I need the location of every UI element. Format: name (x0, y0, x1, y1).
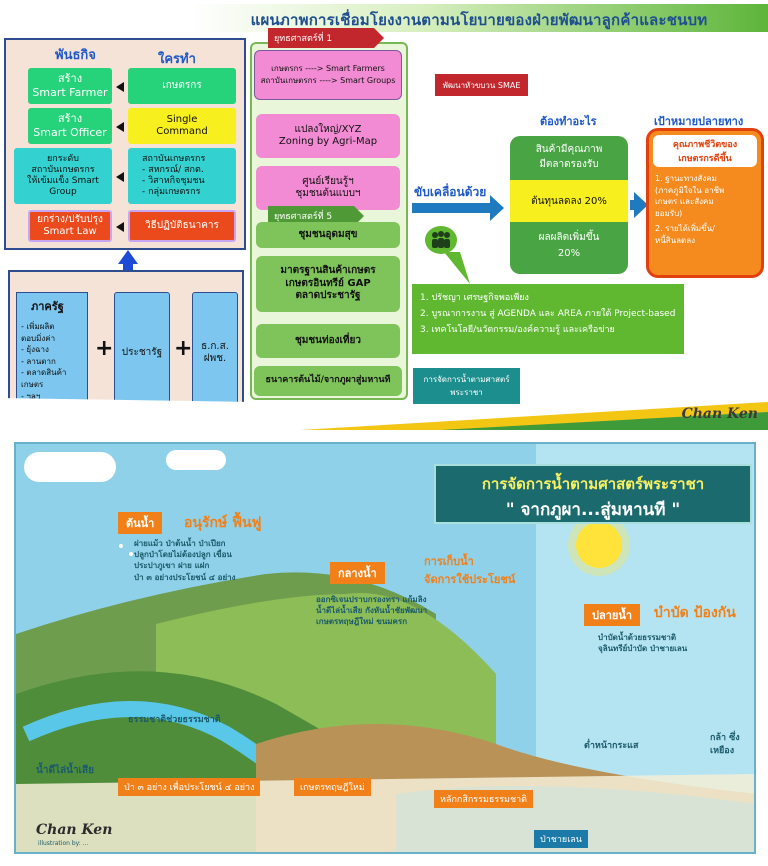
strategy-1-tag: ยุทธศาสตร์ที่ 1 (268, 28, 384, 48)
arrow-left-icon (116, 172, 124, 182)
goal-title: คุณภาพชีวิตของ เกษตรกรดีขึ้น (653, 135, 757, 167)
upstream-subtitle: อนุรักษ์ ฟื้นฟู (184, 515, 262, 531)
mission-smart-law: ยกร่าง/ปรับปรุง Smart Law (28, 210, 112, 242)
who-single-command: Single Command (128, 108, 236, 144)
state-sector-box: ภาครัฐ - เพิ่มผลิต ตอบมิ่งค่า - ยุ้งฉาง … (16, 292, 88, 414)
who-farmer: เกษตรกร (128, 68, 236, 104)
outcome-cost: ต้นทุนลดลง 20% (510, 180, 628, 222)
tree-bank-box: ธนาคารต้นไม้/จากภูผาสู่มหานที (254, 366, 402, 396)
mangrove-banner: ป่าชายเลน (534, 830, 588, 848)
gap-standard-box: มาตรฐานสินค้าเกษตร เกษตรอินทรีย์ GAP ตลา… (256, 256, 400, 312)
goal-social: 1. ฐานะทางสังคม (ภาคภูมิใจใน อาชีพ เกษตร… (655, 174, 725, 218)
goal-heading: เป้าหมายปลายทาง (654, 115, 744, 128)
new-theory-banner: เกษตรทฤษฎีใหม่ (294, 778, 371, 796)
arrow-left-icon (116, 222, 124, 232)
who-farmer-institutes: สถาบันเกษตรกร - สหกรณ์/ สกต. - วิสาหกิจช… (128, 148, 236, 204)
brand-logo-bottom: Chan Ken (36, 822, 113, 838)
goal-income: 2. รายได้เพิ่มขึ้น/ หนี้สินลดลง (655, 224, 715, 245)
downstream-text: บำบัดน้ำด้วยธรรมชาติ จุลินทรีย์บำบัด ป่า… (598, 633, 688, 654)
plus-icon: + (174, 336, 193, 361)
policy-item: 3. เทคโนโลยี/นวัตกรรม/องค์ความรู้ และเคร… (420, 325, 615, 336)
nature-label: ธรรมชาติช่วยธรรมชาติ (128, 715, 221, 725)
arrow-left-icon (116, 122, 124, 132)
policy-box: 1. ปรัชญา เศรษฐกิจพอเพียง 2. บูรณาการงาน… (412, 284, 684, 354)
natural-farming-banner: หลักกสิกรรมธรรมชาติ (434, 790, 533, 808)
who-heading: ใครทำ (158, 52, 196, 67)
goal-box: คุณภาพชีวิตของ เกษตรกรดีขึ้น 1. ฐานะทางส… (646, 128, 764, 278)
royal-water-note: การจัดการน้ำตามศาสตร์ พระราชา (413, 368, 520, 404)
policy-diagram: แผนภาพการเชื่อมโยงงานตามนโยบายของฝ่ายพัฒ… (0, 0, 768, 430)
people-icon (425, 226, 457, 254)
arrow-up-stem (123, 262, 133, 272)
learning-center-box: ศูนย์เรียนรู้ฯ ชุมชนต้นแบบฯ (256, 166, 400, 210)
upstream-tag: ต้นน้ำ (118, 512, 163, 534)
tourism-community-box: ชุมชนท่องเที่ยว (256, 324, 400, 358)
cloud (24, 452, 116, 482)
outcome-quality: สินค้ามีคุณภาพ มีตลาดรองรับ (535, 144, 603, 170)
brand-logo-top: Chan Ken (681, 406, 758, 422)
mission-heading: พันธกิจ (55, 48, 96, 63)
title-bar: แผนภาพการเชื่อมโยงงานตามนโยบายของฝ่ายพัฒ… (190, 4, 768, 32)
arrow-up-icon (118, 250, 138, 264)
state-sector-label: ภาครัฐ (31, 300, 64, 313)
smart-groups-line: สถาบันเกษตรกร ----> Smart Groups (260, 76, 396, 85)
midstream-subtitle: การเก็บน้ำ จัดการใช้ประโยชน์ (424, 555, 516, 586)
info-subtitle: " จากภูผา...สู่มหานที " (505, 500, 681, 520)
upstream-text: ฝายแม้ว ป่าต้นน้ำ ป่าเปียก ปลูกป่าโดยไม่… (134, 539, 236, 582)
forest-banner: ป่า ๓ อย่าง เพื่อประโยชน์ ๔ อย่าง (118, 778, 261, 796)
arrow-right-icon (630, 192, 648, 218)
callout-pointer (444, 252, 470, 284)
mission-smart-farmer: สร้าง Smart Farmer (28, 68, 112, 104)
info-title-box: การจัดการน้ำตามศาสตร์พระราชา " จากภูผา..… (434, 464, 752, 524)
smae-tag: พัฒนาหัวขบวน SMAE (435, 74, 528, 96)
what-to-do-heading: ต้องทำอะไร (540, 115, 597, 128)
midstream-text: ออกซิเจนปราบกรองทรา แก้มลิง น้ำดีไล่น้ำเ… (316, 595, 428, 627)
outcome-yield: ผลผลิตเพิ่มขึ้น 20% (538, 232, 600, 259)
policy-item: 2. บูรณาการงาน สู่ AGENDA และ AREA ภายใต… (420, 309, 676, 320)
mission-smart-officer: สร้าง Smart Officer (28, 108, 112, 144)
downstream-tag: ปลายน้ำ (584, 604, 641, 626)
smart-farmers-box: เกษตรกร ----> Smart Farmers สถาบันเกษตรก… (254, 50, 402, 100)
diagram-title: แผนภาพการเชื่อมโยงงานตามนโยบายของฝ่ายพัฒ… (250, 11, 708, 29)
illustration-credit: illustration by: ... (38, 840, 89, 847)
outcome-box: สินค้ามีคุณภาพ มีตลาดรองรับ ต้นทุนลดลง 2… (510, 136, 628, 274)
strategy-5-tag: ยุทธศาสตร์ที่ 5 (268, 206, 364, 226)
smart-farmers-line: เกษตรกร ----> Smart Farmers (271, 64, 385, 73)
sufficiency-community-box: ชุมชนอุดมสุข (256, 222, 400, 248)
plus-icon: + (95, 336, 114, 361)
good-water-label: น้ำดีไล่น้ำเสีย (36, 765, 94, 776)
arrow-right-icon (412, 195, 504, 221)
state-sector-items: - เพิ่มผลิต ตอบมิ่งค่า - ยุ้งฉาง - ลานตา… (21, 322, 67, 401)
baac-box: ธ.ก.ส. ฝพช. (192, 292, 238, 414)
downstream-subtitle: บำบัด ป้องกัน (654, 605, 736, 621)
drive-label: ขับเคลื่อนด้วย (414, 185, 487, 199)
seedling-label: กล้า ซึ่ง เหยือง (710, 733, 740, 756)
mangrove-label: ต่ำหน้ากระแส (584, 741, 639, 751)
arrow-left-icon (116, 82, 124, 92)
sun-icon (576, 522, 622, 568)
zoning-box: แปลงใหญ่/XYZ Zoning by Agri-Map (256, 114, 400, 158)
cloud (166, 450, 226, 470)
policy-item: 1. ปรัชญา เศรษฐกิจพอเพียง (420, 293, 529, 303)
water-infographic: การจัดการน้ำตามศาสตร์พระราชา " จากภูผา..… (14, 442, 756, 854)
midstream-tag: กลางน้ำ (330, 562, 385, 584)
who-bank-practice: วิธีปฏิบัติธนาคาร (128, 210, 236, 242)
info-title: การจัดการน้ำตามศาสตร์พระราชา (481, 475, 705, 493)
mission-smart-group: ยกระดับ สถาบันเกษตรกร ให้เข้มแข็ง Smart … (14, 148, 112, 204)
bottom-band (0, 398, 768, 430)
pracharat-box: ประชารัฐ (114, 292, 170, 414)
